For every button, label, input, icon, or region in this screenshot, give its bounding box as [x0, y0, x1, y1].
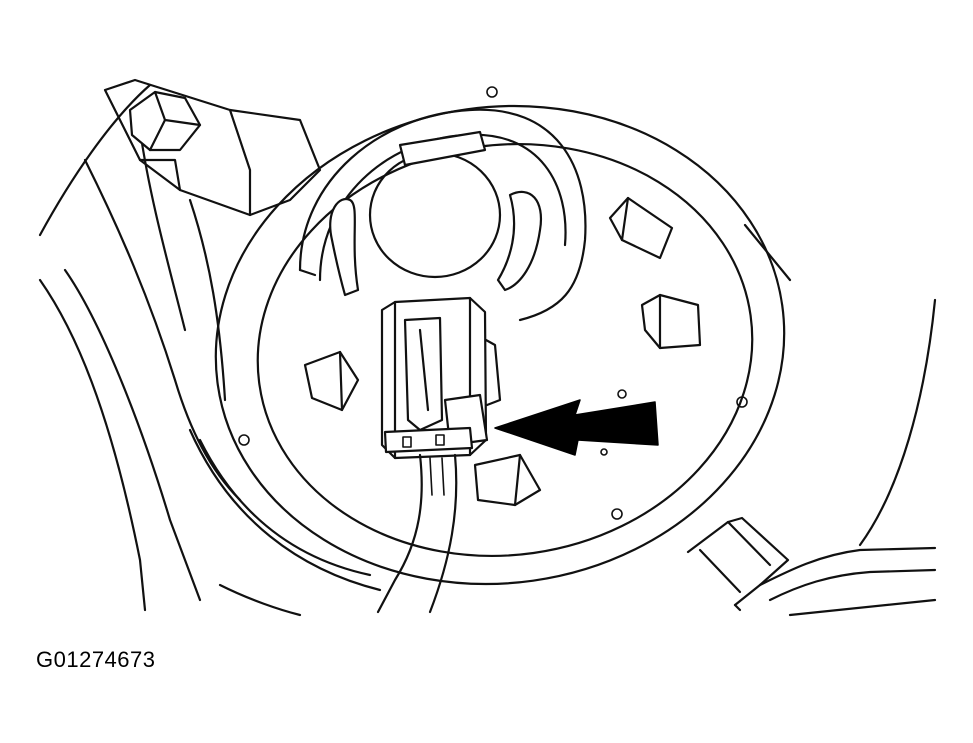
flange-bosses	[303, 196, 702, 507]
pump-flange	[214, 86, 786, 586]
housing-outline	[38, 83, 382, 617]
lower-right-bracket	[686, 223, 937, 617]
upper-left-bracket	[103, 78, 322, 217]
wiring-harness	[376, 453, 458, 614]
locator-arrow	[494, 399, 659, 456]
figure-code: G01274673	[36, 647, 156, 672]
pump-module-top	[298, 108, 587, 322]
electrical-connector	[380, 296, 502, 460]
